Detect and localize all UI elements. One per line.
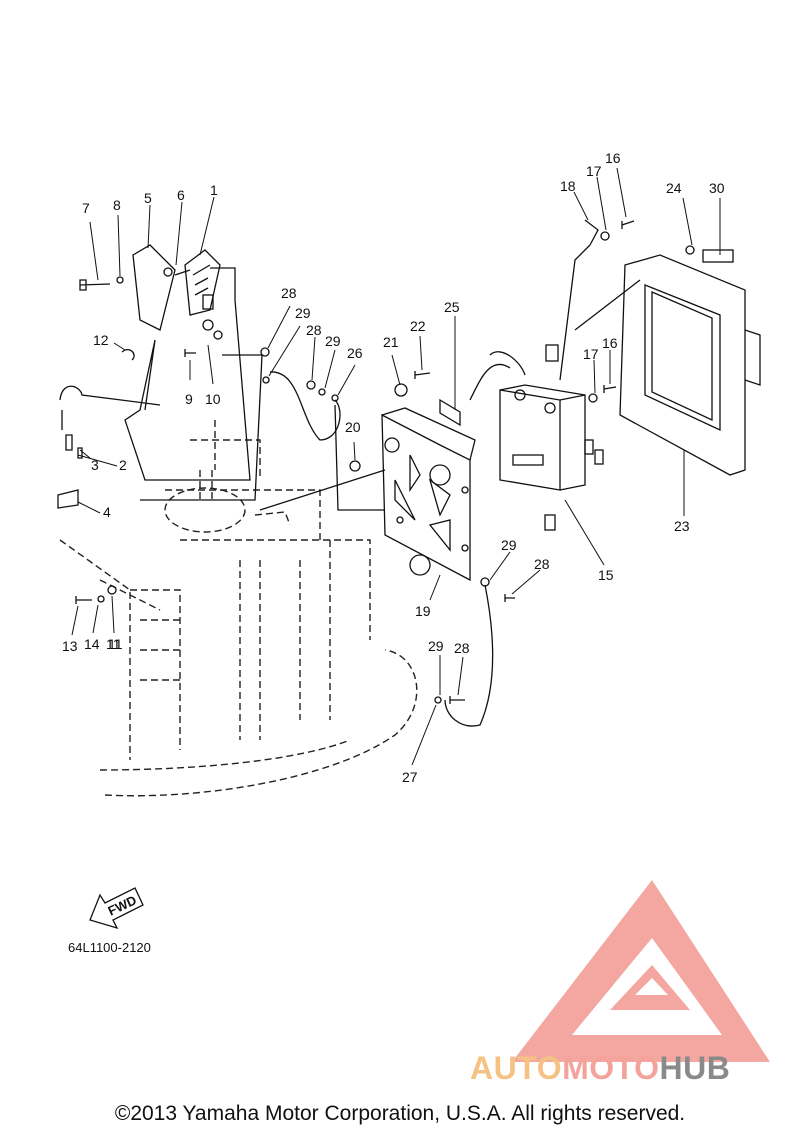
callout-23: 23 <box>674 518 690 534</box>
callout-16a: 16 <box>605 150 621 166</box>
callout-5: 5 <box>144 190 152 206</box>
fwd-label: FWD <box>106 892 139 918</box>
watermark-wordmark: AUTOMOTOHUB <box>470 1050 730 1087</box>
wordmark-hub: HUB <box>659 1050 731 1086</box>
callout-22: 22 <box>410 318 426 334</box>
callout-1: 1 <box>210 182 218 198</box>
callout-16b: 16 <box>602 335 618 351</box>
callout-13: 13 <box>62 638 78 654</box>
callout-18: 18 <box>560 178 576 194</box>
callout-11a: 11 <box>108 636 123 652</box>
callout-7: 7 <box>82 200 90 216</box>
callout-2: 2 <box>119 457 127 473</box>
electrical-cover <box>619 249 761 476</box>
callout-9: 9 <box>185 391 193 407</box>
callout-25: 25 <box>444 299 460 315</box>
callout-28b: 28 <box>306 322 322 338</box>
callout-20: 20 <box>345 419 361 435</box>
callout-4: 4 <box>103 504 111 520</box>
ignition-coil <box>132 244 223 340</box>
fasteners <box>57 219 695 704</box>
leader-lines <box>71 167 721 766</box>
cdi-unit <box>489 344 604 531</box>
wire-harness <box>59 244 641 727</box>
callout-3: 3 <box>91 457 99 473</box>
callout-29c: 29 <box>501 537 517 553</box>
callout-28c: 28 <box>534 556 550 572</box>
callout-11b: 11 <box>106 636 121 652</box>
callout-8: 8 <box>113 197 121 213</box>
callout-numbers: 1 2 3 4 5 6 7 8 9 10 11 12 13 14 11 15 1… <box>62 150 725 785</box>
drawing-code: 64L1100-2120 <box>68 940 151 955</box>
callout-26: 26 <box>347 345 363 361</box>
callout-17a: 17 <box>586 163 602 179</box>
callout-29d: 29 <box>428 638 444 654</box>
callout-29a: 29 <box>295 305 311 321</box>
wordmark-auto: AUTO <box>470 1050 563 1086</box>
watermark-logo <box>512 880 770 1062</box>
callout-15: 15 <box>598 567 614 583</box>
forward-arrow: FWD <box>89 887 144 930</box>
mounting-bracket <box>381 407 476 582</box>
copyright-notice: ©2013 Yamaha Motor Corporation, U.S.A. A… <box>114 1102 686 1125</box>
callout-14: 14 <box>84 636 100 652</box>
callout-27: 27 <box>402 769 418 785</box>
callout-10: 10 <box>205 391 221 407</box>
engine-outline <box>59 420 418 797</box>
callout-28a: 28 <box>281 285 297 301</box>
callout-29b: 29 <box>325 333 341 349</box>
callout-30: 30 <box>709 180 725 196</box>
callout-17b: 17 <box>583 346 599 362</box>
callout-21: 21 <box>383 334 399 350</box>
callout-6: 6 <box>177 187 185 203</box>
callout-12: 12 <box>93 332 109 348</box>
callout-24: 24 <box>666 180 682 196</box>
callout-28d: 28 <box>454 640 470 656</box>
wordmark-moto: MOTO <box>562 1050 660 1086</box>
callout-19: 19 <box>415 603 431 619</box>
